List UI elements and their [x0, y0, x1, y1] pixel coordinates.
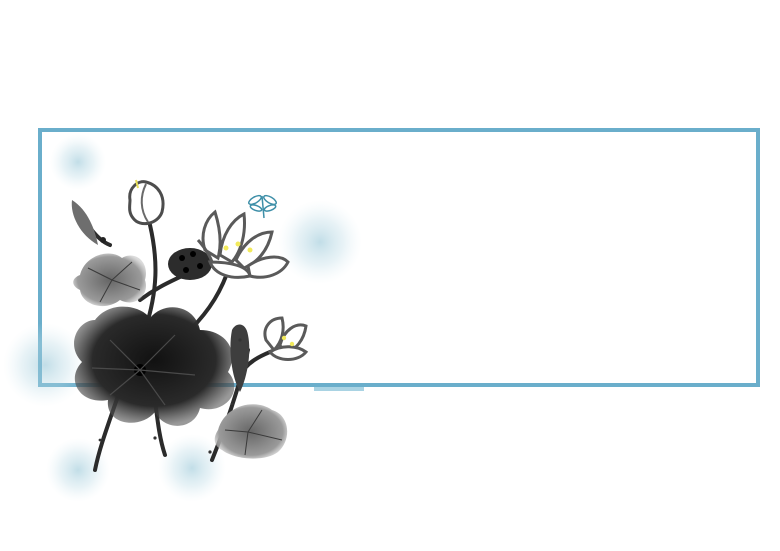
frame-accent [314, 387, 364, 391]
lotus-leaf-icon [74, 306, 235, 426]
text-frame [38, 128, 760, 387]
lotus-flower-icon [196, 209, 290, 279]
lotus-leaf-icon [214, 404, 288, 459]
flower-stamens [223, 241, 253, 253]
lotus-bud-icon [128, 179, 165, 226]
lotus-seedpod-icon [168, 248, 212, 280]
ink-speckles [98, 338, 242, 454]
flower-stamens [281, 335, 295, 347]
lotus-leaf-icon [230, 324, 250, 392]
dragonfly-icon [248, 194, 277, 219]
wash-spots [3, 134, 362, 502]
lotus-leaf-icon [71, 200, 106, 245]
lotus-leaf-icon [73, 253, 146, 307]
lotus-flower-icon [263, 316, 309, 361]
